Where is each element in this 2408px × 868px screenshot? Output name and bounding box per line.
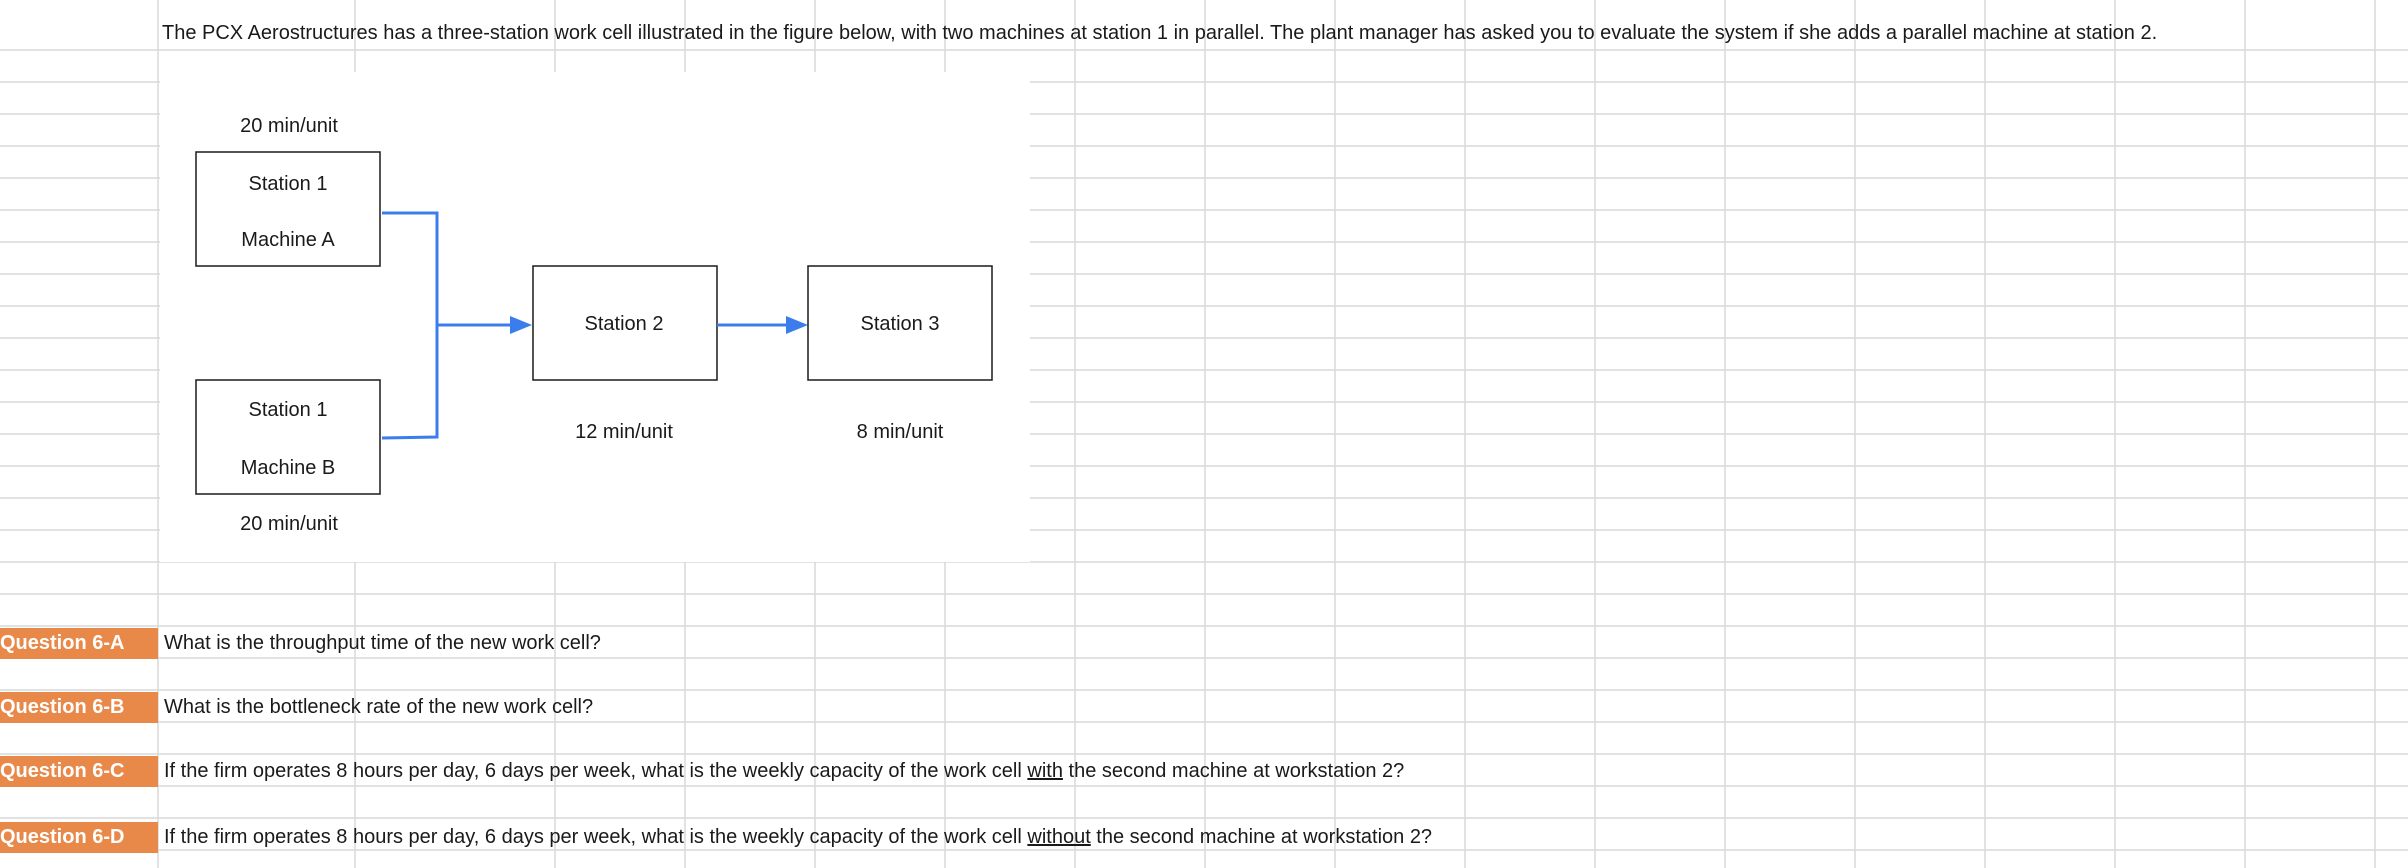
station3-box <box>807 265 993 381</box>
machine-b-station-label: Station 1 <box>249 399 328 421</box>
machine-b-name-label: Machine B <box>241 457 336 479</box>
machine-a-box <box>195 151 381 267</box>
question-6c-emphasis: with <box>1027 760 1063 782</box>
question-6c-text-pre: If the firm operates 8 hours per day, 6 … <box>164 760 1028 782</box>
work-cell-diagram: 20 min/unit Station 1 Machine A Station … <box>160 72 1030 562</box>
intro-text: The PCX Aerostructures has a three-stati… <box>162 22 2158 44</box>
machine-b-box <box>195 379 381 495</box>
station2-label: Station 2 <box>585 313 664 335</box>
question-6d-emphasis: without <box>1027 826 1091 848</box>
arrow-to-station2 <box>510 316 532 334</box>
arrow-to-station3 <box>786 316 808 334</box>
question-6d-text-pre: If the firm operates 8 hours per day, 6 … <box>164 826 1028 848</box>
station2-box <box>532 265 718 381</box>
question-6d-label[interactable]: Question 6-D <box>0 822 158 853</box>
question-6d-text-post: the second machine at workstation 2? <box>1090 826 1433 848</box>
question-6d-text[interactable]: If the firm operates 8 hours per day, 6 … <box>164 822 1432 853</box>
question-6c-text[interactable]: If the firm operates 8 hours per day, 6 … <box>164 756 1404 787</box>
machine-a-station-label: Station 1 <box>249 173 328 195</box>
machine-b-rate: 20 min/unit <box>240 513 338 535</box>
station3-rate: 8 min/unit <box>857 421 944 443</box>
machine-a-name-label: Machine A <box>241 229 335 251</box>
merge-connector <box>381 211 520 440</box>
station2-rate: 12 min/unit <box>575 421 673 443</box>
question-6c-text-post: the second machine at workstation 2? <box>1062 760 1405 782</box>
station3-label: Station 3 <box>861 313 940 335</box>
question-6a-text[interactable]: What is the throughput time of the new w… <box>164 632 601 654</box>
machine-a-rate: 20 min/unit <box>240 115 338 137</box>
question-6b-text[interactable]: What is the bottleneck rate of the new w… <box>164 696 594 718</box>
question-6a-label[interactable]: Question 6-A <box>0 628 158 659</box>
question-6c-label[interactable]: Question 6-C <box>0 756 158 787</box>
question-6b-label[interactable]: Question 6-B <box>0 692 158 723</box>
